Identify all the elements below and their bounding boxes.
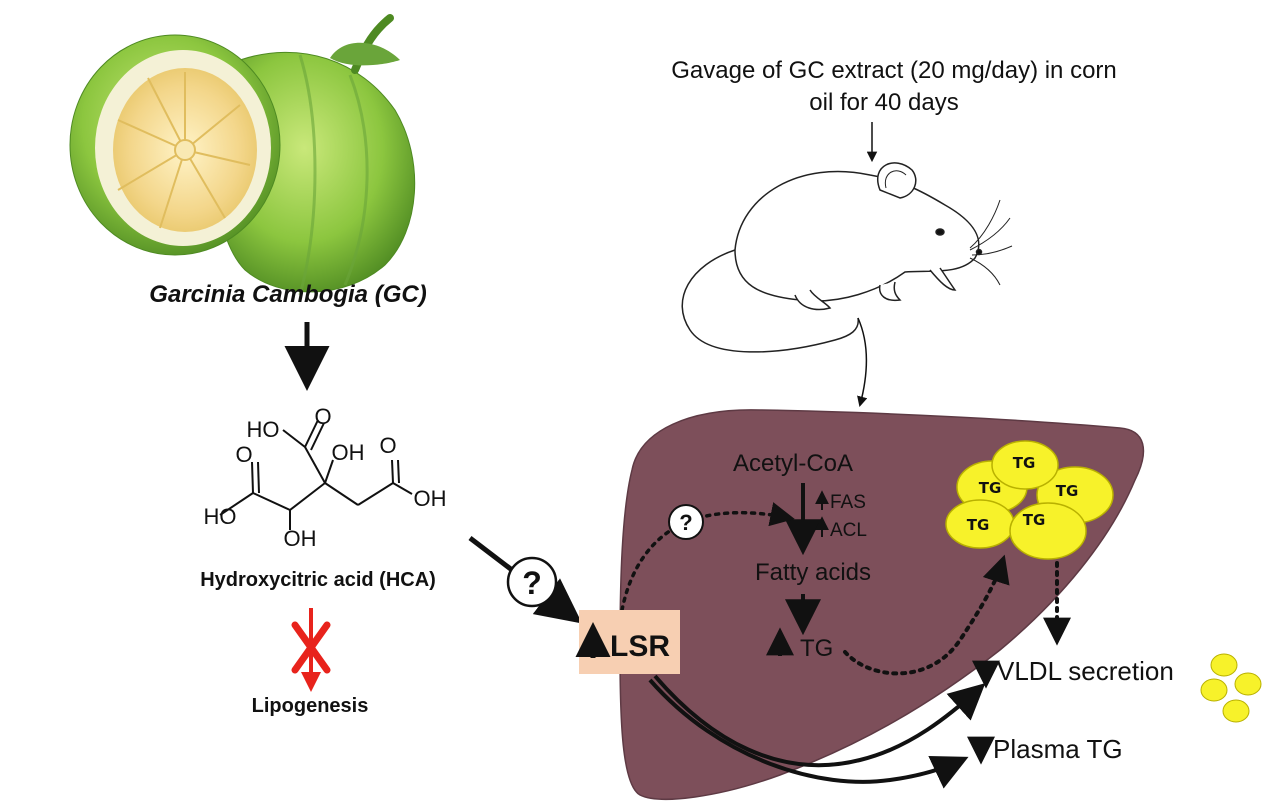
question-badge-liver — [668, 504, 704, 540]
question-mark-liver: ? — [679, 510, 692, 535]
garcinia-fruit-image — [69, 14, 416, 296]
blocked-arrow-icon — [291, 608, 331, 692]
arrow-mouse-to-liver — [857, 317, 868, 408]
lipogenesis-label: Lipogenesis — [252, 695, 369, 717]
vldl-secretion-label: VLDL secretion — [997, 656, 1174, 686]
acl-label: ACL — [830, 520, 867, 541]
lsr-label: LSR — [610, 630, 670, 663]
mouse-illustration — [681, 162, 1013, 353]
molecule-oh-bottom: OH — [284, 526, 317, 551]
molecule-o-left: O — [235, 442, 252, 467]
tg-droplet-label: TG — [967, 516, 990, 534]
hca-label: Hydroxycitric acid (HCA) — [200, 569, 436, 591]
tg-droplet-label: TG — [1056, 482, 1079, 500]
tg-droplet-label: TG — [1023, 511, 1046, 529]
molecule-o-top: O — [314, 404, 331, 429]
molecule-o-right: O — [379, 433, 396, 458]
question-mark-hca: ? — [522, 565, 542, 601]
secreted-vldl-droplets — [1200, 653, 1262, 723]
molecule-oh-mid: OH — [332, 440, 365, 465]
gavage-text-line2: oil for 40 days — [809, 89, 958, 116]
tg-droplet-label: TG — [1013, 454, 1036, 472]
arrow-lsr-to-plasma-tg — [648, 678, 969, 789]
gavage-text-line1: Gavage of GC extract (20 mg/day) in corn — [671, 57, 1117, 84]
tg-droplet-label: TG — [979, 479, 1002, 497]
tg-label: TG — [800, 635, 833, 662]
question-badge-hca — [506, 556, 558, 608]
fatty-acids-label: Fatty acids — [755, 559, 871, 586]
fas-label: FAS — [830, 492, 866, 513]
molecule-ho-left: HO — [204, 504, 237, 529]
molecule-oh-right: OH — [414, 486, 447, 511]
molecule-ho-top: HO — [247, 417, 280, 442]
dotted-arrow-tg-to-droplets — [843, 554, 1010, 676]
plasma-tg-label: Plasma TG — [993, 734, 1123, 764]
acetyl-coa-label: Acetyl-CoA — [733, 450, 853, 477]
tg-droplet-cluster — [945, 440, 1114, 560]
fruit-label: Garcinia Cambogia (GC) — [149, 281, 426, 308]
arrow-lsr-to-vldl — [653, 674, 986, 768]
hca-molecule-structure — [219, 419, 413, 530]
